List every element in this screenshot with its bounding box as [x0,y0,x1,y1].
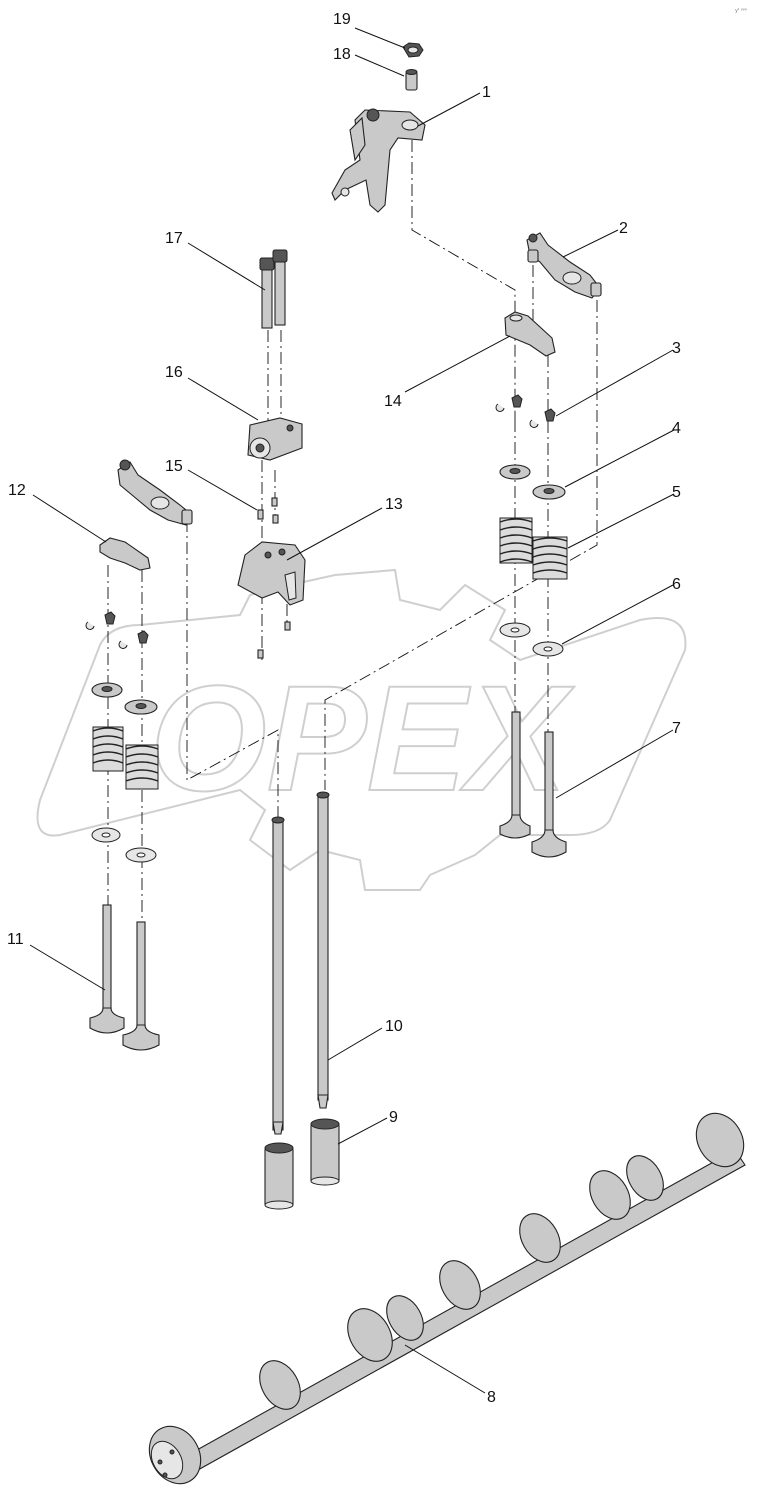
part-spring-seats-left [91,827,157,863]
callout-4: 4 [672,420,681,437]
part-nut [402,42,424,58]
part-valve-springs-right [499,517,568,580]
part-spring-seats-right [499,622,564,657]
callout-12: 12 [8,482,26,499]
part-valves-left [89,904,160,1051]
callout-16: 16 [165,364,183,381]
callout-15: 15 [165,458,183,475]
part-valve-bridge-right [504,311,556,357]
watermark: OPEX [36,568,687,891]
callout-1: 1 [482,84,491,101]
part-bolts [259,249,288,329]
part-spring-retainers-left [91,682,158,715]
callout-3: 3 [672,340,681,357]
part-spring-retainers-right [499,464,566,500]
corner-mark: yᵗ ᵖᵖᵖ [735,8,747,14]
callout-8: 8 [487,1389,496,1406]
callout-2: 2 [619,220,628,237]
callout-5: 5 [672,484,681,501]
callout-17: 17 [165,230,183,247]
callout-numbers: 19 18 1 2 3 4 5 6 7 8 9 10 11 12 13 14 1… [7,11,681,1406]
part-valves-right [499,711,567,858]
part-small-pins [257,497,291,659]
part-valve-springs-left [92,726,159,790]
part-camshaft [148,1112,746,1485]
callout-19: 19 [333,11,351,28]
watermark-text: OPEX [150,654,575,822]
part-rocker-arm-left [117,459,193,526]
callout-13: 13 [385,496,403,513]
part-rocker-bracket [331,108,426,213]
callout-18: 18 [333,46,351,63]
part-push-rods [271,791,330,1135]
part-tappets [264,1118,340,1210]
callout-14: 14 [384,393,402,410]
part-valve-keepers-left [85,611,149,649]
callout-11: 11 [7,931,24,948]
part-shaft-block [247,417,303,461]
callout-6: 6 [672,576,681,593]
callout-9: 9 [389,1109,398,1126]
part-rocker-arm-right [526,232,602,299]
part-sleeve [405,69,418,91]
leader-lines [29,27,675,1394]
part-valve-bridge-left [99,537,151,571]
callout-7: 7 [672,720,681,737]
part-rocker-pedestal [237,541,306,606]
part-valve-keepers-right [495,394,556,428]
watermark-gear [36,568,687,891]
callout-10: 10 [385,1018,403,1035]
